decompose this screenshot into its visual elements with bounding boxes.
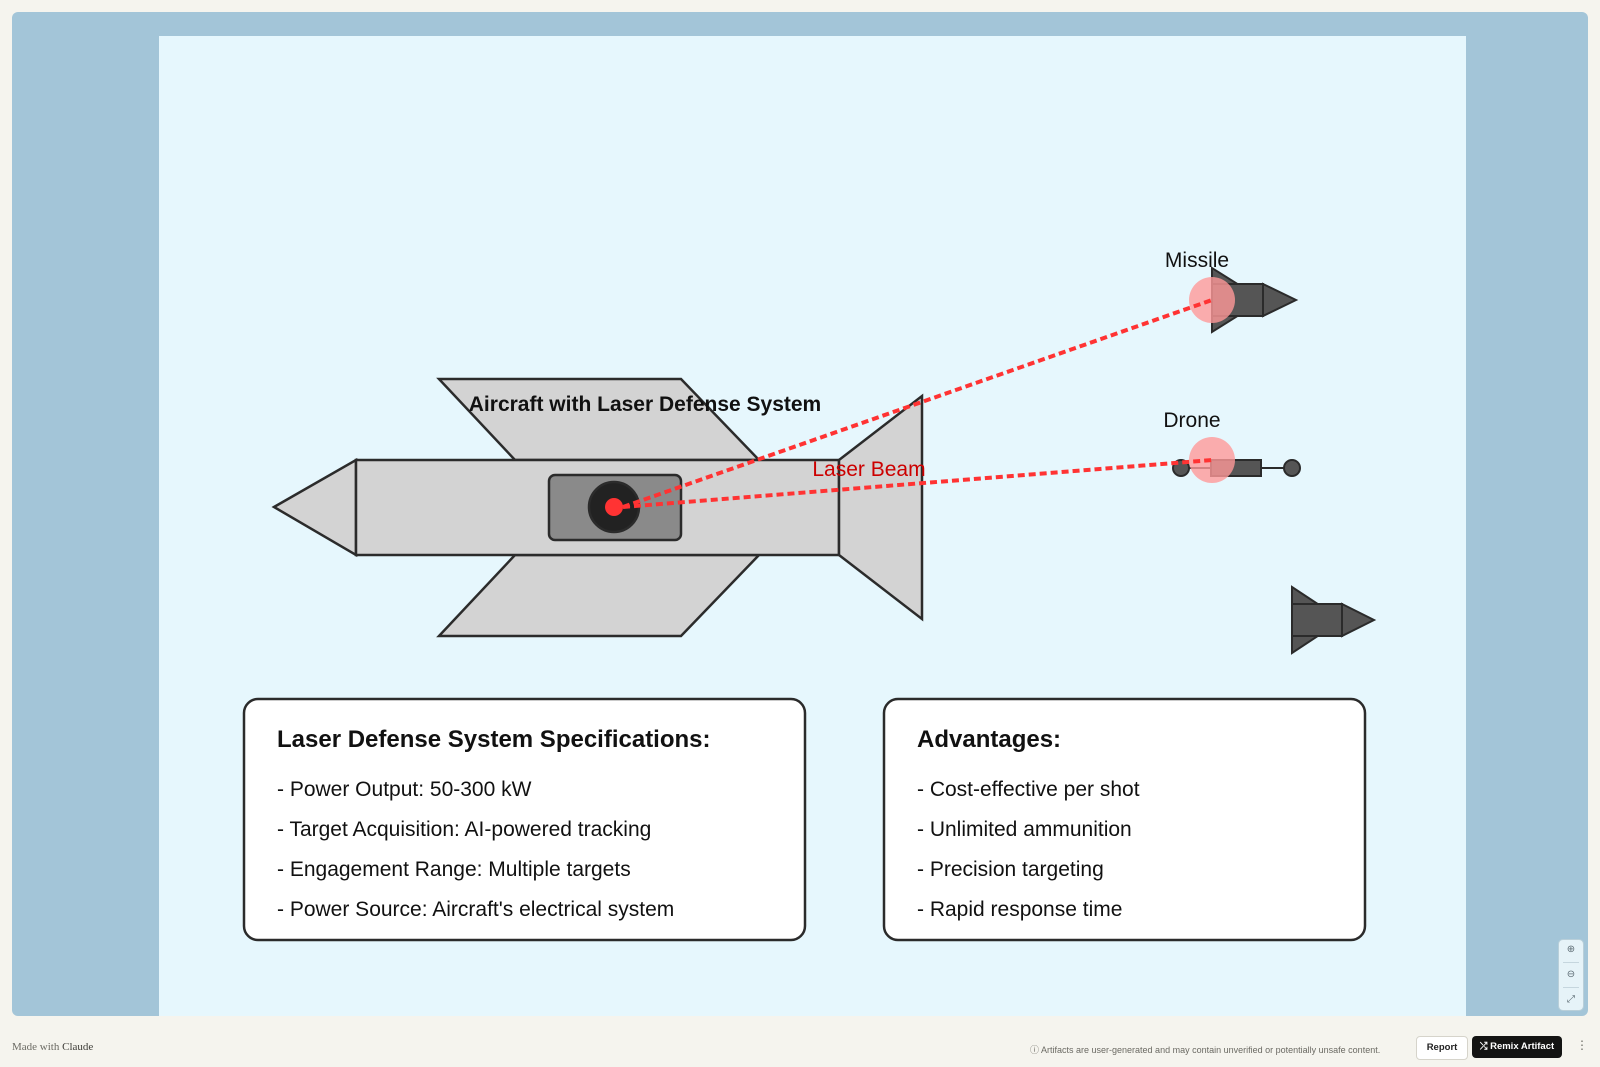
specs-item: - Power Output: 50-300 kW: [277, 778, 532, 801]
aircraft-top-wing: [436, 377, 762, 462]
made-with-claude-link[interactable]: Made with Claude: [12, 1041, 93, 1053]
zoom-out-icon[interactable]: ⊖: [1566, 969, 1576, 980]
incoming-missile: [1291, 585, 1377, 655]
drone-label: Drone: [1163, 409, 1220, 432]
advantages-item: - Cost-effective per shot: [917, 778, 1140, 801]
report-button[interactable]: Report: [1416, 1036, 1468, 1060]
zoom-divider: [1563, 962, 1579, 963]
more-options-icon[interactable]: ⋮: [1576, 1038, 1588, 1052]
diagram-canvas: Aircraft with Laser Defense System Laser…: [159, 36, 1466, 1016]
advantages-title: Advantages:: [917, 726, 1061, 753]
missile-impact-glow: [1189, 277, 1235, 323]
made-with-brand: Claude: [62, 1041, 94, 1053]
remix-artifact-button[interactable]: ⤮ Remix Artifact: [1472, 1036, 1562, 1058]
specs-panel: Laser Defense System Specifications: - P…: [242, 697, 807, 942]
aircraft-bottom-wing: [436, 553, 762, 638]
incoming-missile-nose: [1341, 602, 1377, 638]
zoom-in-icon[interactable]: ⊕: [1566, 944, 1576, 955]
advantages-panel: Advantages: - Cost-effective per shot - …: [882, 697, 1367, 942]
laser-beam-missile: [622, 298, 1213, 509]
footer-bar: Made with Claude ⓘ Artifacts are user-ge…: [0, 1030, 1600, 1067]
incoming-missile-body: [1291, 603, 1343, 637]
diagram-svg: Aircraft with Laser Defense System Laser…: [242, 249, 1377, 942]
fit-screen-icon[interactable]: ⤢: [1567, 994, 1575, 1005]
aircraft-tail: [837, 393, 924, 622]
specs-title: Laser Defense System Specifications:: [277, 726, 711, 753]
aircraft-nose: [271, 457, 358, 558]
aircraft-title: Aircraft with Laser Defense System: [469, 393, 821, 416]
drone-impact-glow: [1189, 437, 1235, 483]
zoom-divider: [1563, 987, 1579, 988]
aircraft: [271, 377, 924, 638]
disclaimer-text: ⓘ Artifacts are user-generated and may c…: [1030, 1045, 1381, 1055]
advantages-item: - Precision targeting: [917, 858, 1104, 881]
zoom-controls: ⊕ ⊖ ⤢: [1558, 939, 1584, 1011]
laser-emitter: [605, 498, 623, 516]
specs-item: - Engagement Range: Multiple targets: [277, 858, 631, 881]
drone-rotor-right: [1283, 459, 1301, 477]
advantages-item: - Unlimited ammunition: [917, 818, 1132, 841]
advantages-item: - Rapid response time: [917, 898, 1122, 921]
specs-item: - Target Acquisition: AI-powered trackin…: [277, 818, 651, 841]
laser-beam-label: Laser Beam: [812, 458, 925, 481]
specs-item: - Power Source: Aircraft's electrical sy…: [277, 898, 674, 921]
missile-nose: [1262, 282, 1299, 318]
made-with-prefix: Made with: [12, 1041, 60, 1053]
artifact-frame: Aircraft with Laser Defense System Laser…: [12, 12, 1588, 1016]
missile-label: Missile: [1165, 249, 1229, 272]
